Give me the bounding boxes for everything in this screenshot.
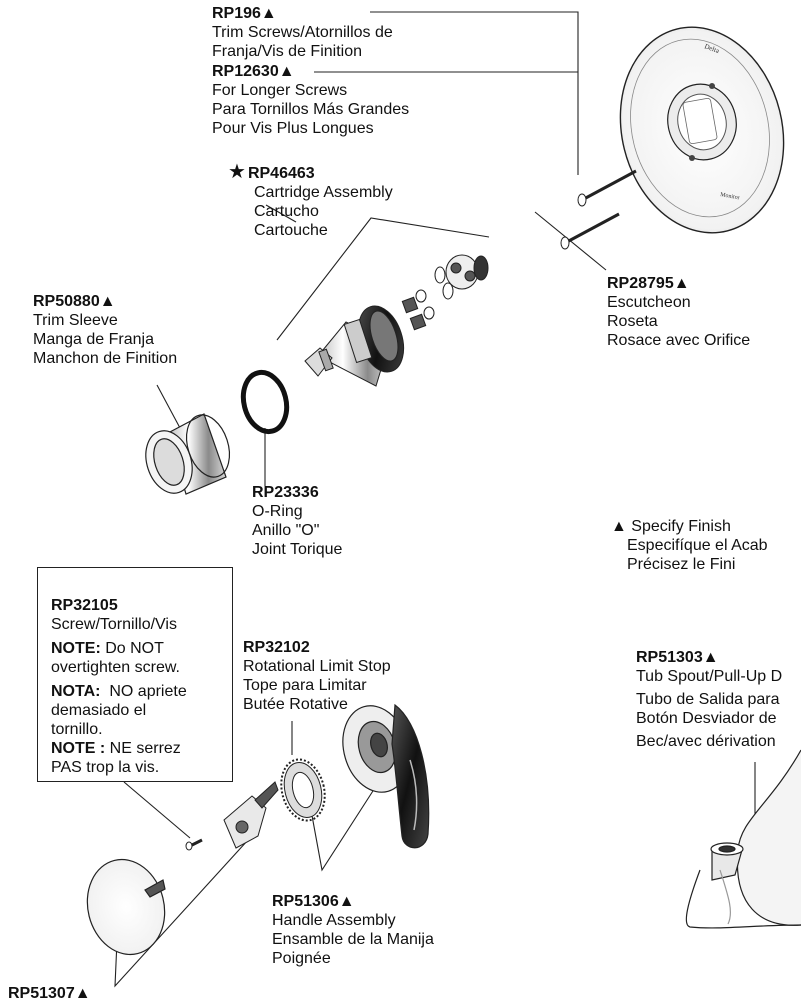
desc-rp23336-1: O-Ring: [252, 503, 303, 520]
specify-finish-1: ▲ Specify Finish: [611, 518, 731, 535]
label-rp28795: RP28795▲ Escutcheon Roseta Rosace avec O…: [607, 274, 750, 350]
escutcheon-drawing: Delta Monitor: [619, 26, 785, 234]
note-box-rp32105: RP32105 Screw/Tornillo/Vis NOTE: Do NOT …: [37, 567, 233, 782]
desc-rp28795-1: Escutcheon: [607, 294, 691, 311]
part-number-rp23336: RP23336: [252, 484, 319, 501]
desc-rp196-1: Trim Screws/Atornillos de: [212, 24, 393, 41]
leader-rp46463: [265, 204, 297, 223]
desc-rp32102-3: Butée Rotative: [243, 696, 348, 713]
desc-rp46463-3: Cartouche: [254, 222, 328, 239]
note-es-text: NO apriete: [100, 683, 187, 700]
desc-rp51303-2: Tubo de Salida para: [636, 691, 780, 708]
label-rp46463: ★RP46463 Cartridge Assembly Cartucho Car…: [228, 162, 393, 240]
leader-cartridge-bracket: [276, 217, 490, 341]
part-number-rp51303: RP51303▲: [636, 649, 719, 666]
desc-rp32102-2: Tope para Limitar: [243, 677, 367, 694]
part-number-rp50880: RP50880▲: [33, 293, 116, 310]
label-rp12630: RP12630▲ For Longer Screws Para Tornillo…: [212, 62, 409, 138]
star-icon: ★: [228, 161, 246, 183]
part-number-rp196: RP196▲: [212, 5, 277, 22]
desc-rp28795-3: Rosace avec Orifice: [607, 332, 751, 349]
desc-rp23336-3: Joint Torique: [252, 541, 343, 558]
specify-finish-3: Précisez le Fini: [627, 556, 736, 573]
desc-rp196-2: Franja/Vis de Finition: [212, 43, 362, 60]
leader-rp196: [370, 11, 579, 175]
desc-rp12630-1: For Longer Screws: [212, 82, 348, 99]
part-number-rp51307: RP51307▲: [8, 985, 91, 1002]
cartridge-drawing: [304, 254, 489, 387]
desc-rp51303-3: Botón Desviador de: [636, 710, 777, 727]
desc-rp46463-1: Cartridge Assembly: [254, 184, 393, 201]
limit-stop-drawing: [280, 758, 326, 822]
label-rp51306: RP51306▲ Handle Assembly Ensamble de la …: [272, 892, 434, 968]
leader-rp50880: [156, 384, 181, 429]
part-number-rp51306: RP51306▲: [272, 893, 355, 910]
desc-rp28795-2: Roseta: [607, 313, 658, 330]
note-fr-text: NE serrez: [105, 740, 181, 757]
part-number-rp28795: RP28795▲: [607, 275, 690, 292]
part-number-rp32105: RP32105: [51, 597, 118, 614]
desc-rp51303-1: Tub Spout/Pull-Up D: [636, 668, 783, 685]
tub-spout-drawing: [685, 749, 801, 929]
label-rp23336: RP23336 O-Ring Anillo "O" Joint Torique: [252, 483, 342, 559]
desc-rp32102-1: Rotational Limit Stop: [243, 658, 391, 675]
desc-rp51306-3: Poignée: [272, 950, 331, 967]
desc-rp46463-2: Cartucho: [254, 203, 319, 220]
knob-drawing: [86, 858, 166, 956]
screw-drawing: [185, 838, 203, 851]
part-number-rp12630: RP12630▲: [212, 63, 295, 80]
desc-rp12630-3: Pour Vis Plus Longues: [212, 120, 374, 137]
label-rp51303: RP51303▲ Tub Spout/Pull-Up D Tubo de Sal…: [636, 648, 782, 751]
desc-rp50880-2: Manga de Franja: [33, 331, 154, 348]
note-fr-label: NOTE :: [51, 740, 106, 757]
leader-rp32105: [123, 781, 191, 839]
part-number-rp46463: RP46463: [247, 165, 315, 182]
trim-sleeve-drawing: [145, 413, 231, 495]
desc-rp51306-1: Handle Assembly: [272, 912, 396, 929]
o-ring-drawing: [240, 369, 290, 435]
desc-rp12630-2: Para Tornillos Más Grandes: [212, 101, 410, 118]
note-en-line2: overtighten screw.: [51, 659, 180, 676]
note-fr-line2: PAS trop la vis.: [51, 759, 160, 776]
desc-rp50880-1: Trim Sleeve: [33, 312, 118, 329]
desc-rp23336-2: Anillo "O": [252, 522, 320, 539]
note-box-title: Screw/Tornillo/Vis: [51, 616, 177, 633]
note-en-text: Do NOT: [100, 640, 164, 657]
label-rp196: RP196▲ Trim Screws/Atornillos de Franja/…: [212, 4, 393, 61]
specify-finish-2: Especifíque el Acab: [627, 537, 768, 554]
label-rp50880: RP50880▲ Trim Sleeve Manga de Franja Man…: [33, 292, 177, 368]
note-en-label: NOTE:: [51, 640, 101, 657]
note-es-line3: tornillo.: [51, 721, 103, 738]
desc-rp50880-3: Manchon de Finition: [33, 350, 178, 367]
specify-finish-note: ▲ Specify Finish Especifíque el Acab Pré…: [611, 517, 768, 574]
desc-rp51306-2: Ensamble de la Manija: [272, 931, 434, 948]
adapter-drawing: [223, 781, 279, 849]
handle-drawing: [342, 703, 430, 849]
svg-text:Monitor: Monitor: [720, 192, 740, 201]
trim-screws-drawing: [560, 169, 637, 250]
note-es-label: NOTA:: [51, 683, 101, 700]
note-es-line2: demasiado el: [51, 702, 147, 719]
label-rp32102: RP32102 Rotational Limit Stop Tope para …: [243, 638, 391, 714]
part-number-rp32102: RP32102: [243, 639, 310, 656]
desc-rp51303-4: Bec/avec dérivation: [636, 733, 776, 750]
label-rp51307: RP51307▲: [8, 984, 91, 1003]
